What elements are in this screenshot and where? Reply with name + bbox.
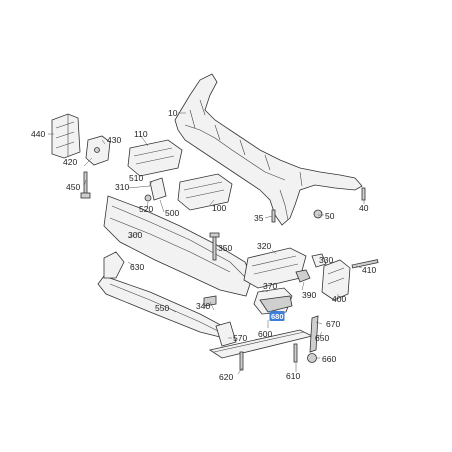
part-570-bracket[interactable] <box>215 321 237 347</box>
label-330[interactable]: 330 <box>319 255 333 265</box>
label-400[interactable]: 400 <box>332 294 346 304</box>
label-370[interactable]: 370 <box>263 281 277 291</box>
part-330-bracket[interactable] <box>259 295 293 313</box>
part-410-bolt[interactable] <box>351 259 379 269</box>
label-440[interactable]: 440 <box>31 129 45 139</box>
part-650-bracket[interactable] <box>309 315 319 353</box>
part-110-air-guide[interactable] <box>127 139 183 177</box>
part-340-clip[interactable] <box>203 295 217 307</box>
label-630[interactable]: 630 <box>130 262 144 272</box>
label-35[interactable]: 35 <box>254 213 264 223</box>
label-340[interactable]: 340 <box>196 301 210 311</box>
label-510[interactable]: 510 <box>129 173 143 183</box>
label-50[interactable]: 50 <box>325 211 335 221</box>
part-10-front-carrier[interactable] <box>174 73 363 226</box>
label-320[interactable]: 320 <box>257 241 271 251</box>
label-110[interactable]: 110 <box>134 129 148 139</box>
part-430-bracket[interactable] <box>85 135 111 166</box>
part-660-nut[interactable] <box>307 353 317 363</box>
part-550-lower-crossmember[interactable] <box>97 275 233 341</box>
label-600[interactable]: 600 <box>258 329 272 339</box>
part-390-nut[interactable] <box>295 269 311 283</box>
part-300-impact-beam[interactable] <box>103 195 253 297</box>
label-350[interactable]: 350 <box>218 243 232 253</box>
label-450[interactable]: 450 <box>66 182 80 192</box>
part-400-bracket[interactable] <box>321 259 351 301</box>
part-35-screw[interactable] <box>271 209 276 223</box>
part-440-bracket[interactable] <box>51 113 81 159</box>
part-40-screw[interactable] <box>361 187 366 201</box>
label-390[interactable]: 390 <box>302 290 316 300</box>
label-570[interactable]: 570 <box>233 333 247 343</box>
part-610-bolt[interactable] <box>293 343 298 363</box>
part-630-bracket[interactable] <box>103 251 125 279</box>
part-510-bracket[interactable] <box>144 177 167 202</box>
label-520[interactable]: 520 <box>139 204 153 214</box>
label-550[interactable]: 550 <box>155 303 169 313</box>
part-450-bolt[interactable] <box>80 171 91 199</box>
label-680[interactable]: 680 <box>271 312 284 321</box>
label-420[interactable]: 420 <box>63 157 77 167</box>
part-30-clip[interactable] <box>311 253 327 268</box>
label-300[interactable]: 300 <box>128 230 142 240</box>
part-620-bolt[interactable] <box>239 351 244 371</box>
label-610[interactable]: 610 <box>286 371 300 381</box>
part-100-air-guide[interactable] <box>177 173 233 211</box>
label-660[interactable]: 660 <box>322 354 336 364</box>
label-410[interactable]: 410 <box>362 265 376 275</box>
label-40[interactable]: 40 <box>359 203 369 213</box>
label-650[interactable]: 650 <box>315 333 329 343</box>
label-430[interactable]: 430 <box>107 135 121 145</box>
label-620[interactable]: 620 <box>219 372 233 382</box>
label-10[interactable]: 10 <box>168 108 178 118</box>
highlight-box-680 <box>269 311 285 321</box>
label-310[interactable]: 310 <box>115 182 129 192</box>
part-50-nut[interactable] <box>313 209 323 219</box>
label-100[interactable]: 100 <box>212 203 226 213</box>
label-670[interactable]: 670 <box>326 319 340 329</box>
label-500[interactable]: 500 <box>165 208 179 218</box>
